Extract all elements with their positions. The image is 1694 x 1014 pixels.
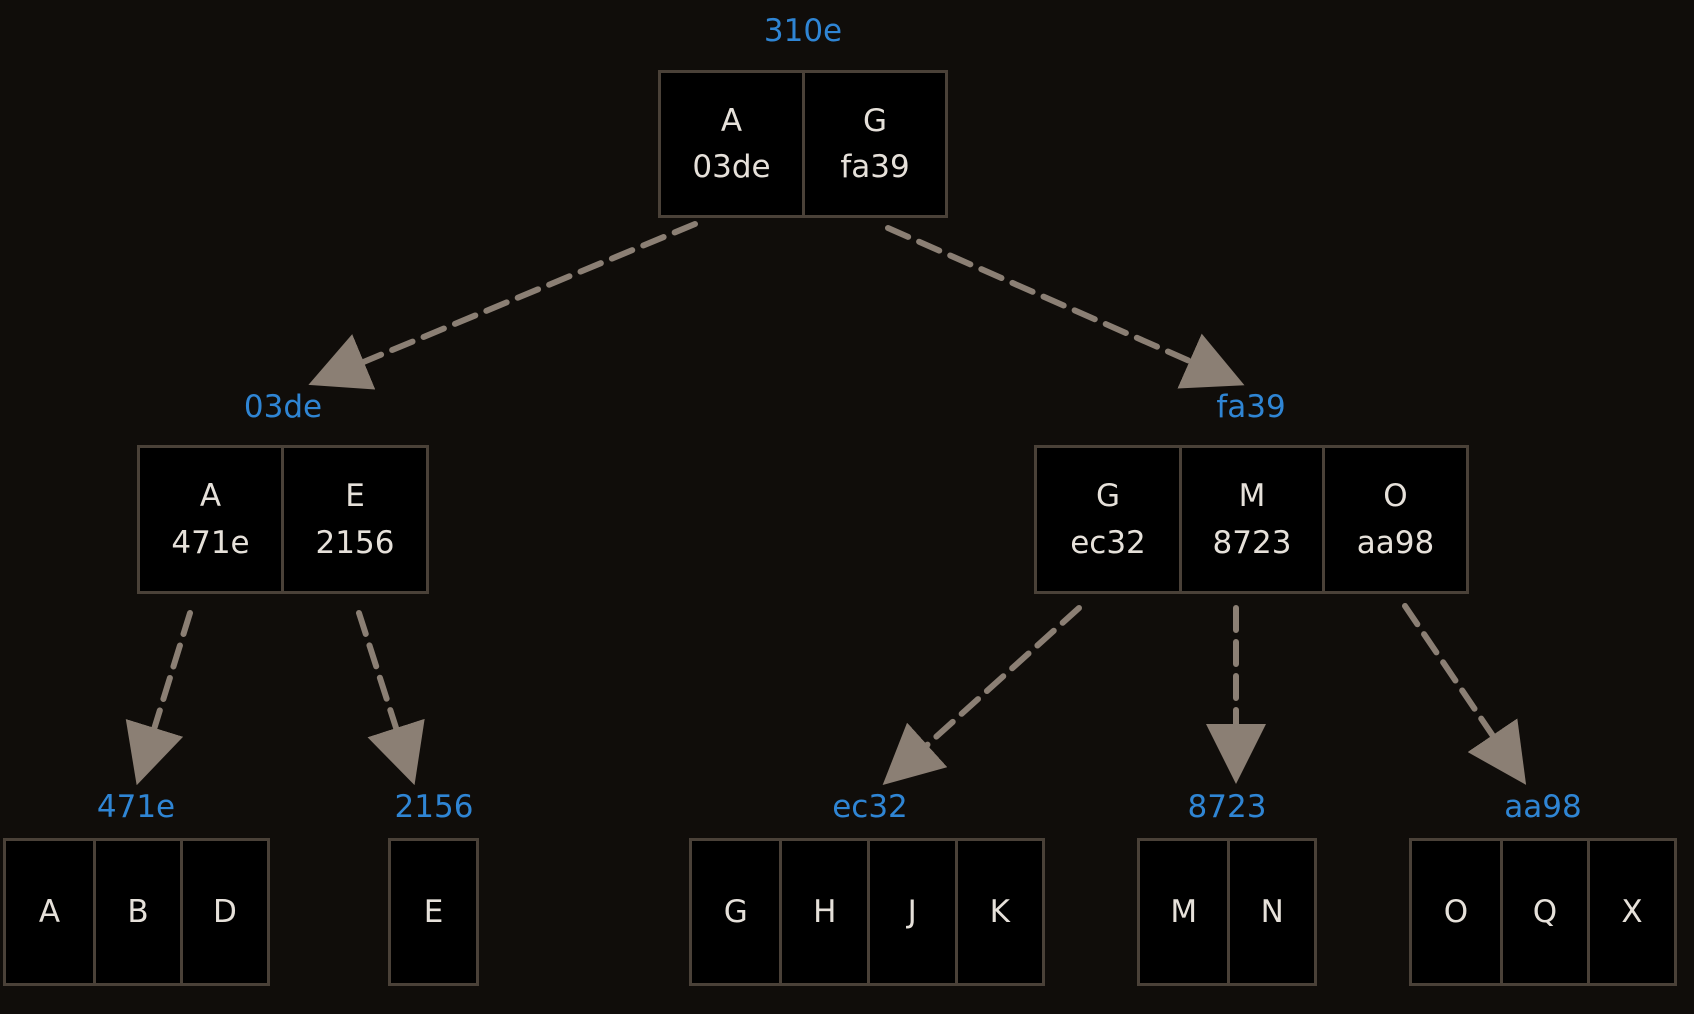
leaf-key: A <box>38 893 61 930</box>
leaf-key: D <box>179 841 267 983</box>
entry-key: O <box>1383 478 1408 514</box>
internal-hash-label: 03de <box>243 389 323 425</box>
leaf-key: G <box>723 893 748 930</box>
edge-03de-to-471e <box>125 610 193 786</box>
entry-key: A <box>199 478 222 514</box>
entry-pointer: ec32 <box>1070 524 1146 561</box>
leaf-node: A B D <box>3 838 270 986</box>
leaf-hash-label: 2156 <box>394 789 474 825</box>
internal-hash-label: fa39 <box>1216 389 1286 425</box>
entry-pointer: 8723 <box>1212 524 1292 561</box>
entry-key: G <box>1095 478 1120 514</box>
internal-entry: E 2156 <box>281 448 426 591</box>
leaf-key: Q <box>1499 841 1587 983</box>
internal-entry: O aa98 <box>1322 448 1466 591</box>
entry-pointer: 2156 <box>315 524 395 561</box>
leaf-hash-label: 8723 <box>1187 789 1267 825</box>
leaf-key: N <box>1227 841 1314 983</box>
root-entry: A 03de <box>661 73 802 215</box>
leaf-hash-label: aa98 <box>1504 789 1582 825</box>
entry-pointer: aa98 <box>1356 524 1435 561</box>
entry-key: M <box>1238 478 1266 514</box>
internal-entry: A 471e <box>140 448 281 591</box>
entry-pointer: fa39 <box>840 149 910 185</box>
edge-fa39-to-ec32 <box>882 605 1082 786</box>
root-entry: G fa39 <box>801 73 945 215</box>
leaf-key: O <box>1443 893 1469 930</box>
root-hash-label: 310e <box>763 13 843 49</box>
entry-key: G <box>862 102 887 139</box>
edge-root-to-fa39 <box>885 225 1245 389</box>
entry-pointer: 03de <box>692 149 771 185</box>
leaf-key: H <box>779 841 867 983</box>
internal-node: A 471e E 2156 <box>137 445 429 594</box>
leaf-key: X <box>1586 841 1674 983</box>
entry-key: A <box>720 102 743 139</box>
leaf-node: M N <box>1137 838 1317 986</box>
leaf-node: E <box>388 838 479 986</box>
internal-entry: M 8723 <box>1178 448 1322 591</box>
leaf-node: G H J K <box>689 838 1045 986</box>
leaf-hash-label: 471e <box>96 789 176 825</box>
edge-03de-to-2156 <box>356 610 425 786</box>
entry-key: E <box>345 478 365 514</box>
leaf-key: E <box>423 893 444 930</box>
entry-pointer: 471e <box>171 524 250 561</box>
leaf-hash-label: ec32 <box>832 789 908 825</box>
leaf-key: K <box>954 841 1043 983</box>
leaf-key: M <box>1170 893 1198 930</box>
leaf-key: B <box>92 841 180 983</box>
leaf-node: O Q X <box>1409 838 1677 986</box>
internal-node: G ec32 M 8723 O aa98 <box>1034 445 1469 594</box>
edge-root-to-03de <box>308 221 698 390</box>
root-node: A 03de G fa39 <box>658 70 948 218</box>
edge-fa39-to-aa98 <box>1402 603 1527 785</box>
internal-entry: G ec32 <box>1037 448 1179 591</box>
leaf-key: J <box>866 841 955 983</box>
